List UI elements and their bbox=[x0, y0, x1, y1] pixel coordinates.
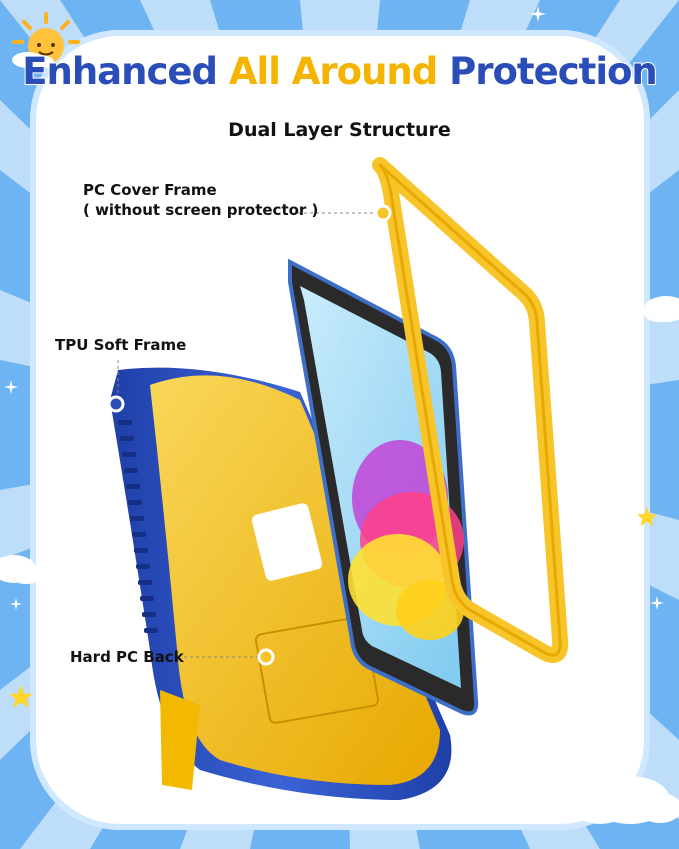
callout-pc-cover-frame: PC Cover Frame ( without screen protecto… bbox=[83, 180, 318, 220]
hard-pc-back bbox=[150, 375, 440, 790]
pc-cover-frame bbox=[372, 157, 569, 664]
title-word-2: All Around bbox=[228, 49, 439, 94]
sparkle-icon bbox=[530, 6, 546, 22]
cloud-icon bbox=[0, 555, 42, 584]
callout-pc-cover-frame-line1: PC Cover Frame bbox=[83, 181, 217, 199]
sparkle-icon bbox=[10, 598, 22, 610]
subtitle: Dual Layer Structure bbox=[228, 119, 451, 141]
cloud-icon bbox=[644, 296, 679, 322]
callout-pc-cover-frame-line2: ( without screen protector ) bbox=[83, 201, 319, 219]
page-title: Enhanced All Around Protection bbox=[0, 49, 679, 94]
title-word-3: Protection bbox=[448, 49, 659, 94]
star-icon bbox=[636, 506, 658, 527]
callout-tpu-soft-frame: TPU Soft Frame bbox=[55, 336, 187, 354]
star-icon bbox=[9, 685, 33, 708]
sparkle-icon bbox=[4, 380, 18, 394]
title-word-1: Enhanced bbox=[21, 49, 219, 94]
callout-hard-pc-back: Hard PC Back bbox=[70, 648, 184, 666]
sparkle-icon bbox=[650, 596, 664, 610]
callout-connectors bbox=[107, 204, 392, 666]
sun-icon bbox=[12, 12, 80, 69]
cloud-icon bbox=[574, 776, 679, 824]
